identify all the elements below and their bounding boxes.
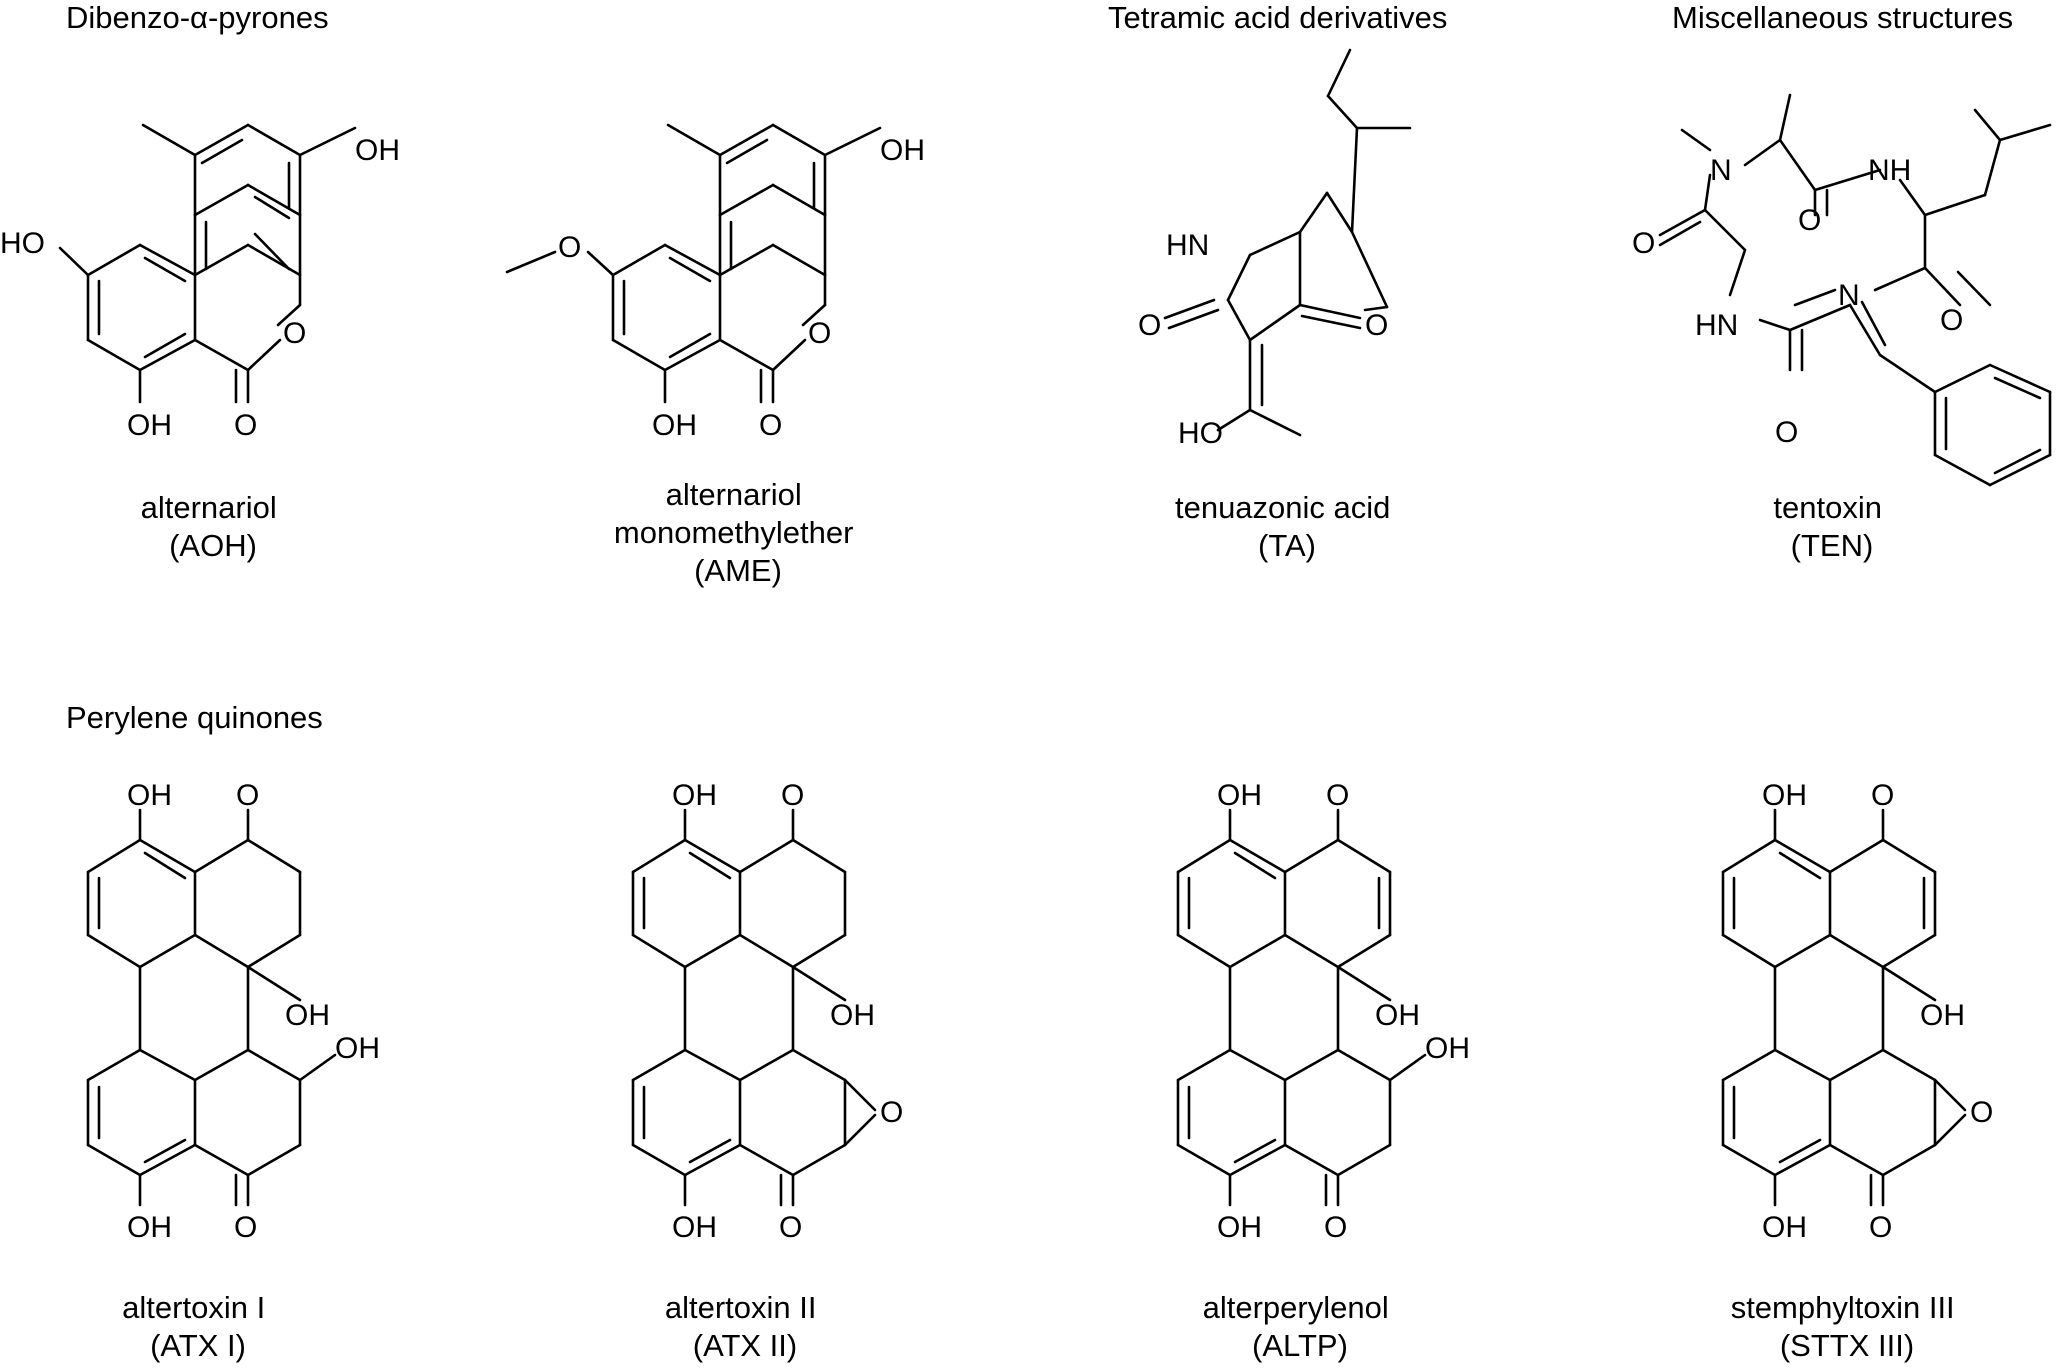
atom-label: O: [1365, 309, 1388, 342]
compound-name-aoh: alternariol (AOH): [141, 490, 286, 563]
heading-miscellaneous-structures: Miscellaneous structures: [1672, 0, 2013, 35]
heading-tetramic-acid-derivatives: Tetramic acid derivatives: [1108, 0, 1447, 35]
atom-label: O: [1798, 204, 1821, 237]
atom-label: OH: [672, 1211, 717, 1244]
atom-label: O: [759, 409, 782, 442]
atom-label: O: [1632, 227, 1655, 260]
atom-label: OH: [652, 409, 697, 442]
atom-label: HN: [1166, 229, 1209, 262]
structure-sttx3: OH O OH O OH O: [1721, 779, 1993, 1244]
atom-label: O: [1138, 309, 1161, 342]
atom-label: OH: [335, 1032, 380, 1065]
atom-label: O: [1326, 779, 1349, 812]
structure-ame: OH O O OH O: [505, 123, 925, 442]
structure-ta: HN O O HO: [1138, 48, 1412, 450]
heading-dibenzo-pyrones: Dibenzo-α-pyrones: [66, 0, 329, 35]
atom-label: OH: [127, 1211, 172, 1244]
atom-label: HO: [1178, 417, 1223, 450]
atom-label: O: [1869, 1211, 1892, 1244]
compound-name-altp: alterperylenol (ALTP): [1203, 1290, 1398, 1363]
atom-label: OH: [1425, 1032, 1470, 1065]
compound-name-atx1: altertoxin I (ATX I): [122, 1290, 274, 1363]
atom-label: HO: [0, 227, 45, 260]
atom-label: N: [1710, 154, 1732, 187]
structure-aoh: OH HO O OH O: [0, 123, 400, 442]
atom-label: O: [558, 231, 581, 264]
atom-label: O: [234, 409, 257, 442]
atom-label: O: [236, 779, 259, 812]
atom-label: OH: [1375, 999, 1420, 1032]
atom-label: OH: [830, 999, 875, 1032]
atom-label: O: [234, 1211, 257, 1244]
atom-label: OH: [1217, 1211, 1262, 1244]
atom-label: O: [781, 779, 804, 812]
compound-name-ten: tentoxin (TEN): [1773, 490, 1890, 563]
atom-label: HN: [1695, 309, 1738, 342]
atom-label: OH: [285, 999, 330, 1032]
atom-label: O: [1775, 416, 1798, 449]
atom-label: NH: [1868, 154, 1911, 187]
atom-label: O: [779, 1211, 802, 1244]
atom-label: OH: [1762, 1211, 1807, 1244]
atom-label: OH: [1217, 779, 1262, 812]
heading-perylene-quinones: Perylene quinones: [66, 700, 323, 735]
atom-label: O: [283, 317, 306, 350]
atom-label: O: [1324, 1211, 1347, 1244]
structure-ten: N O O NH N O HN O: [1632, 93, 2052, 487]
atom-label: O: [880, 1096, 903, 1129]
compound-name-ame: alternariol monomethylether (AME): [614, 477, 862, 588]
compound-name-atx2: altertoxin II (ATX II): [665, 1290, 825, 1363]
atom-label: O: [1871, 779, 1894, 812]
atom-label: O: [808, 317, 831, 350]
structure-altp: OH O OH OH OH O: [1176, 779, 1470, 1244]
atom-label: O: [1970, 1096, 1993, 1129]
compound-name-ta: tenuazonic acid (TA): [1175, 490, 1399, 563]
atom-label: OH: [355, 134, 400, 167]
structure-atx1: OH O OH OH OH O: [86, 779, 380, 1244]
atom-label: OH: [127, 779, 172, 812]
compound-name-sttx3: stemphyltoxin III (STTX III): [1731, 1290, 1964, 1363]
atom-label: OH: [1920, 999, 1965, 1032]
atom-label: N: [1838, 279, 1860, 312]
atom-label: O: [1940, 304, 1963, 337]
atom-label: OH: [1762, 779, 1807, 812]
structure-atx2: OH O OH O OH O: [631, 779, 903, 1244]
atom-label: OH: [127, 409, 172, 442]
atom-label: OH: [672, 779, 717, 812]
atom-label: OH: [880, 134, 925, 167]
